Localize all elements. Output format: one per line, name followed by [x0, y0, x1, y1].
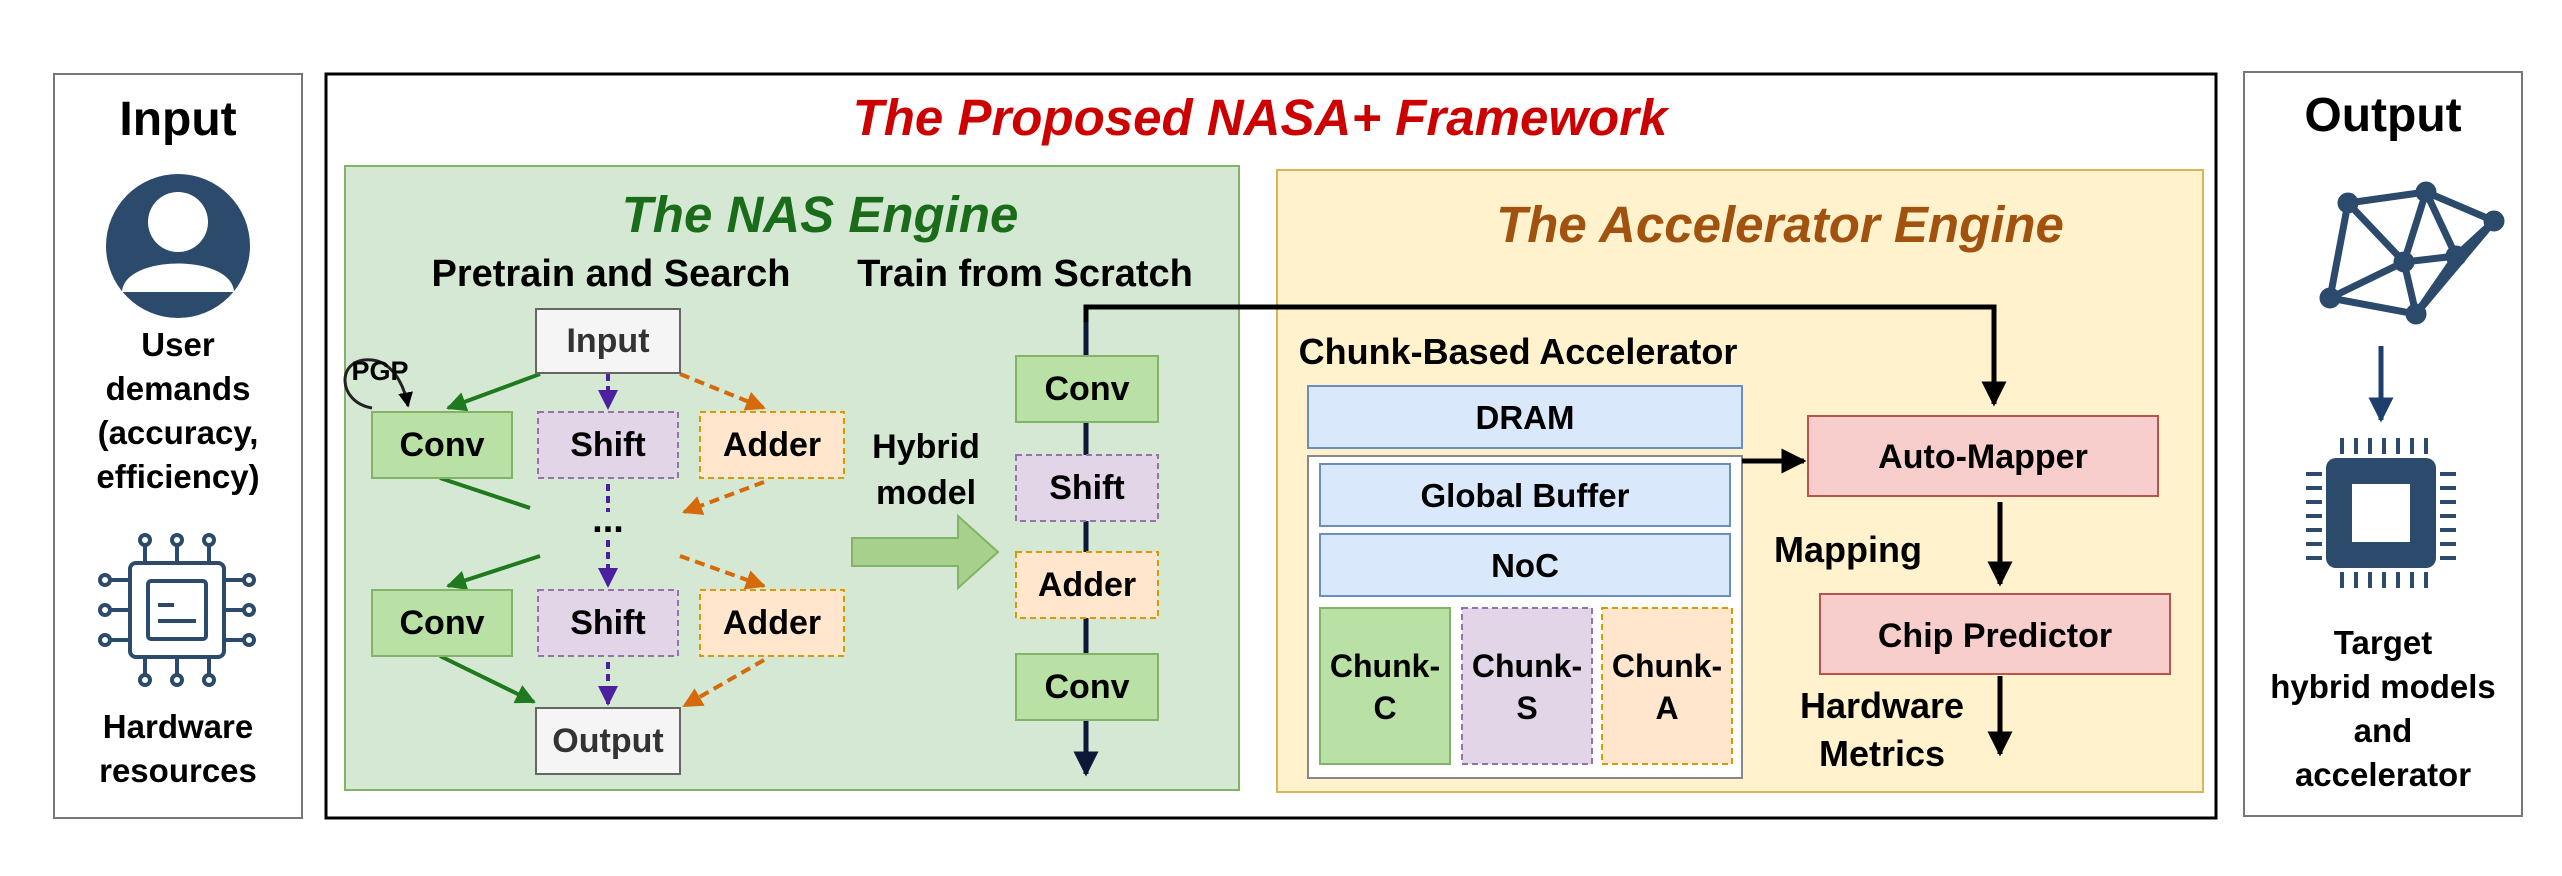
stack-conv-block-1 — [1015, 355, 1159, 423]
output-text-line-4: accelerator — [2295, 756, 2471, 793]
stack-adder-label: Adder — [1038, 566, 1136, 604]
chip-predictor-block — [1819, 593, 2171, 675]
chunk-a-block — [1601, 607, 1733, 765]
pgp-loop-arrow — [343, 358, 413, 410]
stack-adder-block — [1015, 551, 1159, 619]
search-ellipsis: ... — [592, 499, 624, 541]
search-adder-label-2: Adder — [723, 604, 821, 642]
input-panel: Input User demands (accuracy, efficiency… — [53, 73, 303, 819]
chunk-s-line-1: Chunk- — [1472, 648, 1582, 684]
train-scratch-header: Train from Scratch — [857, 253, 1193, 295]
auto-mapper-block — [1807, 415, 2159, 497]
chunk-c-line-1: Chunk- — [1330, 648, 1440, 684]
search-conv-block-2 — [371, 589, 513, 657]
search-space-arrows — [343, 358, 766, 708]
output-title: Output — [2304, 89, 2461, 142]
hardware-metrics-line-2: Metrics — [1819, 733, 1945, 774]
search-adder-label-1: Adder — [723, 426, 821, 464]
auto-mapper-label: Auto-Mapper — [1878, 438, 2088, 476]
hardware-resources-line-1: Hardware — [103, 708, 253, 745]
accelerator-engine-title: The Accelerator Engine — [1496, 196, 2064, 253]
user-demands-line-1: User — [141, 326, 215, 363]
search-adder-block-2 — [699, 589, 845, 657]
output-panel: Output — [2243, 71, 2523, 817]
processor-chip-icon — [2306, 438, 2456, 588]
network-graph-icon — [2319, 181, 2505, 325]
stack-conv-label-1: Conv — [1045, 370, 1130, 408]
chunk-accelerator-subtitle: Chunk-Based Accelerator — [1299, 331, 1738, 372]
chunk-a-line-2: A — [1655, 690, 1678, 726]
search-shift-label-1: Shift — [570, 426, 646, 464]
mapping-label: Mapping — [1774, 529, 1922, 570]
pgp-label: PGP — [351, 356, 408, 386]
dram-block — [1307, 385, 1743, 449]
nas-output-label: Output — [552, 722, 663, 760]
search-conv-block-1 — [371, 411, 513, 479]
dram-label: DRAM — [1476, 399, 1575, 436]
user-icon — [106, 174, 250, 318]
accelerator-engine: The Accelerator Engine Chunk-Based Accel… — [1083, 169, 2204, 793]
output-text-line-3: and — [2354, 712, 2413, 749]
user-demands-line-3: (accuracy, — [98, 414, 259, 451]
chip-predictor-label: Chip Predictor — [1878, 617, 2112, 655]
hardware-metrics-line-1: Hardware — [1800, 685, 1964, 726]
pretrain-search-header: Pretrain and Search — [431, 253, 790, 295]
search-adder-block-1 — [699, 411, 845, 479]
nas-output-block — [535, 707, 681, 775]
chunk-a-line-1: Chunk- — [1612, 648, 1722, 684]
chunk-c-line-2: C — [1373, 690, 1396, 726]
chip-circuit-icon — [98, 533, 256, 687]
framework-title: The Proposed NASA+ Framework — [853, 89, 1670, 146]
stack-shift-label: Shift — [1049, 469, 1125, 507]
search-conv-label-1: Conv — [400, 426, 485, 464]
model-to-mapper-arrow — [1083, 304, 2007, 407]
search-shift-block-2 — [537, 589, 679, 657]
user-demands-line-2: demands — [106, 370, 251, 407]
hardware-resources-line-2: resources — [99, 752, 257, 789]
nas-input-block — [535, 308, 681, 374]
nas-input-label: Input — [566, 322, 649, 360]
nas-engine: The NAS Engine Pretrain and Search Train… — [343, 165, 1240, 791]
output-text-line-1: Target — [2334, 624, 2432, 661]
stack-conv-label-2: Conv — [1045, 668, 1130, 706]
chunk-s-line-2: S — [1516, 690, 1537, 726]
search-conv-label-2: Conv — [400, 604, 485, 642]
search-shift-label-2: Shift — [570, 604, 646, 642]
user-demands-line-4: efficiency) — [96, 458, 259, 495]
chunk-c-block — [1319, 607, 1451, 765]
hybrid-label-line-2: model — [876, 474, 976, 512]
chunk-s-block — [1461, 607, 1593, 765]
nas-engine-title: The NAS Engine — [622, 186, 1019, 243]
hybrid-model-arrow — [851, 513, 1000, 591]
output-text-line-2: hybrid models — [2270, 668, 2496, 705]
global-buffer-label: Global Buffer — [1420, 477, 1629, 514]
stack-conv-block-2 — [1015, 653, 1159, 721]
hybrid-label-line-1: Hybrid — [872, 428, 980, 466]
search-shift-block-1 — [537, 411, 679, 479]
stack-shift-block — [1015, 454, 1159, 522]
input-title: Input — [119, 93, 236, 146]
noc-block — [1319, 533, 1731, 597]
noc-label: NoC — [1491, 547, 1559, 584]
global-buffer-block — [1319, 463, 1731, 527]
